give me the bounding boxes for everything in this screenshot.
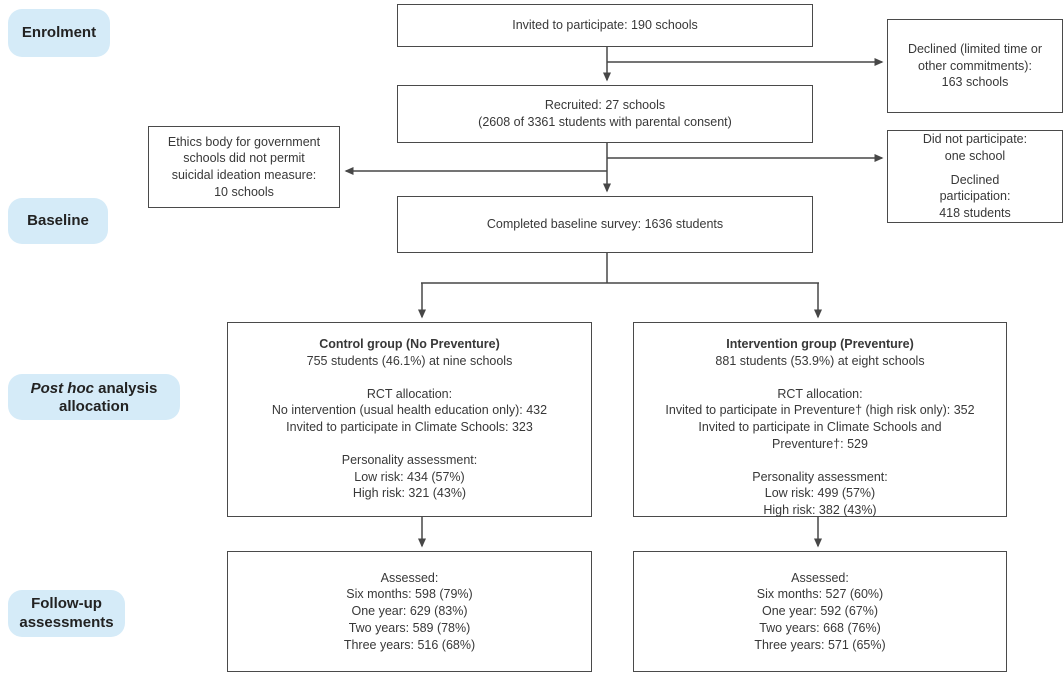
box-did-not-participate: Did not participate: one school Declined… (887, 130, 1063, 223)
stage-label-post-hoc-analysis-allocation: Post hoc analysis allocation (8, 374, 180, 420)
did-not-participate-para2: Declined participation: 418 students (939, 172, 1011, 221)
recruited-text: Recruited: 27 schools (2608 of 3361 stud… (478, 98, 732, 129)
box-ethics-exclusion: Ethics body for government schools did n… (148, 126, 340, 208)
intervention-group-rct-allocation: RCT allocation: Invited to participate i… (665, 386, 975, 451)
box-completed-baseline-survey: Completed baseline survey: 1636 students (397, 196, 813, 253)
stage-label-enrolment: Enrolment (8, 9, 110, 57)
stage-label-post-hoc-rest: analysis allocation (58, 380, 158, 416)
control-group-title: Control group (No Preventure) (319, 337, 500, 351)
control-group-subtitle: 755 students (46.1%) at nine schools (306, 353, 513, 368)
box-control-group: Control group (No Preventure) 755 studen… (227, 322, 592, 517)
box-followup-control-assessed: Assessed: Six months: 598 (79%) One year… (227, 551, 592, 672)
box-declined-schools: Declined (limited time or other commitme… (887, 19, 1063, 113)
baseline-survey-text: Completed baseline survey: 1636 students (486, 217, 724, 232)
declined-text: Declined (limited time or other commitme… (907, 41, 1043, 90)
box-recruited-schools: Recruited: 27 schools (2608 of 3361 stud… (397, 85, 813, 143)
stage-label-enrolment-text: Enrolment (21, 23, 97, 41)
stage-label-baseline: Baseline (8, 198, 108, 244)
intervention-group-personality-assessment: Personality assessment: Low risk: 499 (5… (752, 469, 888, 518)
followup-intervention-text: Assessed: Six months: 527 (60%) One year… (754, 570, 886, 652)
box-intervention-group: Intervention group (Preventure) 881 stud… (633, 322, 1007, 517)
control-group-rct-allocation: RCT allocation: No intervention (usual h… (271, 386, 548, 435)
invited-text: Invited to participate: 190 schools (512, 18, 698, 33)
stage-label-follow-up-text: Follow-up assessments (19, 595, 114, 631)
stage-label-post-hoc-italic: Post hoc (30, 380, 94, 397)
stage-label-follow-up-assessments: Follow-up assessments (8, 590, 125, 637)
intervention-group-subtitle: 881 students (53.9%) at eight schools (715, 353, 925, 368)
stage-label-baseline-text: Baseline (27, 211, 89, 229)
did-not-participate-para1: Did not participate: one school (922, 132, 1028, 163)
box-invited-to-participate: Invited to participate: 190 schools (397, 4, 813, 47)
ethics-text: Ethics body for government schools did n… (167, 134, 321, 199)
followup-control-text: Assessed: Six months: 598 (79%) One year… (343, 570, 476, 652)
control-group-personality-assessment: Personality assessment: Low risk: 434 (5… (341, 452, 478, 501)
intervention-group-title: Intervention group (Preventure) (726, 337, 914, 351)
box-followup-intervention-assessed: Assessed: Six months: 527 (60%) One year… (633, 551, 1007, 672)
